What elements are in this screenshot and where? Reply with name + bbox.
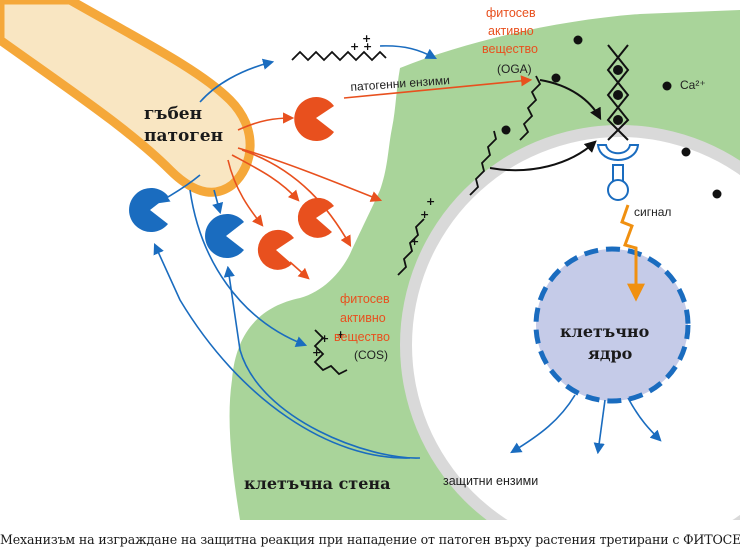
defense-enzymes-label: защитни ензими — [443, 474, 539, 488]
receptor-base — [607, 179, 629, 201]
svg-text:+ +: + + — [350, 40, 372, 53]
receptor-stem — [612, 164, 624, 182]
chain-cell-1 — [469, 130, 497, 196]
cell-wall-label: клетъчна стена — [244, 474, 391, 493]
signal-label: сигнал — [634, 205, 672, 219]
chain-cos — [313, 329, 348, 376]
pathogen-label-line1: гъбен — [144, 104, 203, 124]
active-substance-bottom-line1: фитосев — [340, 292, 390, 306]
plant-enzyme-2 — [205, 214, 244, 258]
pathogen-enzyme-2 — [297, 197, 334, 238]
membrane-receptor — [596, 144, 640, 161]
svg-text:+: + — [420, 208, 429, 221]
nucleus-label-line2: ядро — [588, 344, 633, 363]
oga-label: (OGA) — [497, 62, 532, 76]
svg-text:+: + — [410, 235, 419, 248]
calcium-label: Ca²⁺ — [680, 78, 706, 92]
active-substance-top-line1: фитосев — [486, 6, 536, 20]
svg-text:+: + — [336, 328, 345, 341]
pathogen-enzyme-3 — [257, 229, 294, 270]
svg-text:+: + — [320, 332, 329, 345]
active-substance-top-line3: вещество — [482, 42, 538, 56]
cos-label: (COS) — [354, 348, 388, 362]
chain-cell-2 — [397, 218, 425, 276]
svg-text:+: + — [362, 32, 371, 45]
plant-enzyme-1 — [129, 187, 168, 232]
nucleus-label-line1: клетъчно — [560, 322, 650, 341]
chain-top — [291, 50, 387, 62]
defense-mechanism-diagram: + + + + + + + + + — [0, 0, 740, 520]
signal-bolt — [620, 204, 645, 302]
active-substance-top-line2: активно — [488, 24, 534, 38]
fungal-hypha — [0, 0, 255, 197]
figure-caption: Механизъм на изграждане на защитна реакц… — [0, 532, 740, 547]
active-substance-bottom-line2: активно — [340, 311, 386, 325]
svg-text:+: + — [312, 346, 321, 359]
pathogen-label-line2: патоген — [144, 126, 224, 146]
receptor-chain — [606, 44, 630, 141]
active-substance-bottom-line3: вещество — [334, 330, 390, 344]
calcium-ions — [501, 35, 722, 199]
svg-text:+: + — [426, 195, 435, 208]
pathogen-enzyme-1 — [294, 97, 334, 141]
chain-oga — [519, 75, 542, 141]
cell-nucleus — [533, 246, 691, 404]
